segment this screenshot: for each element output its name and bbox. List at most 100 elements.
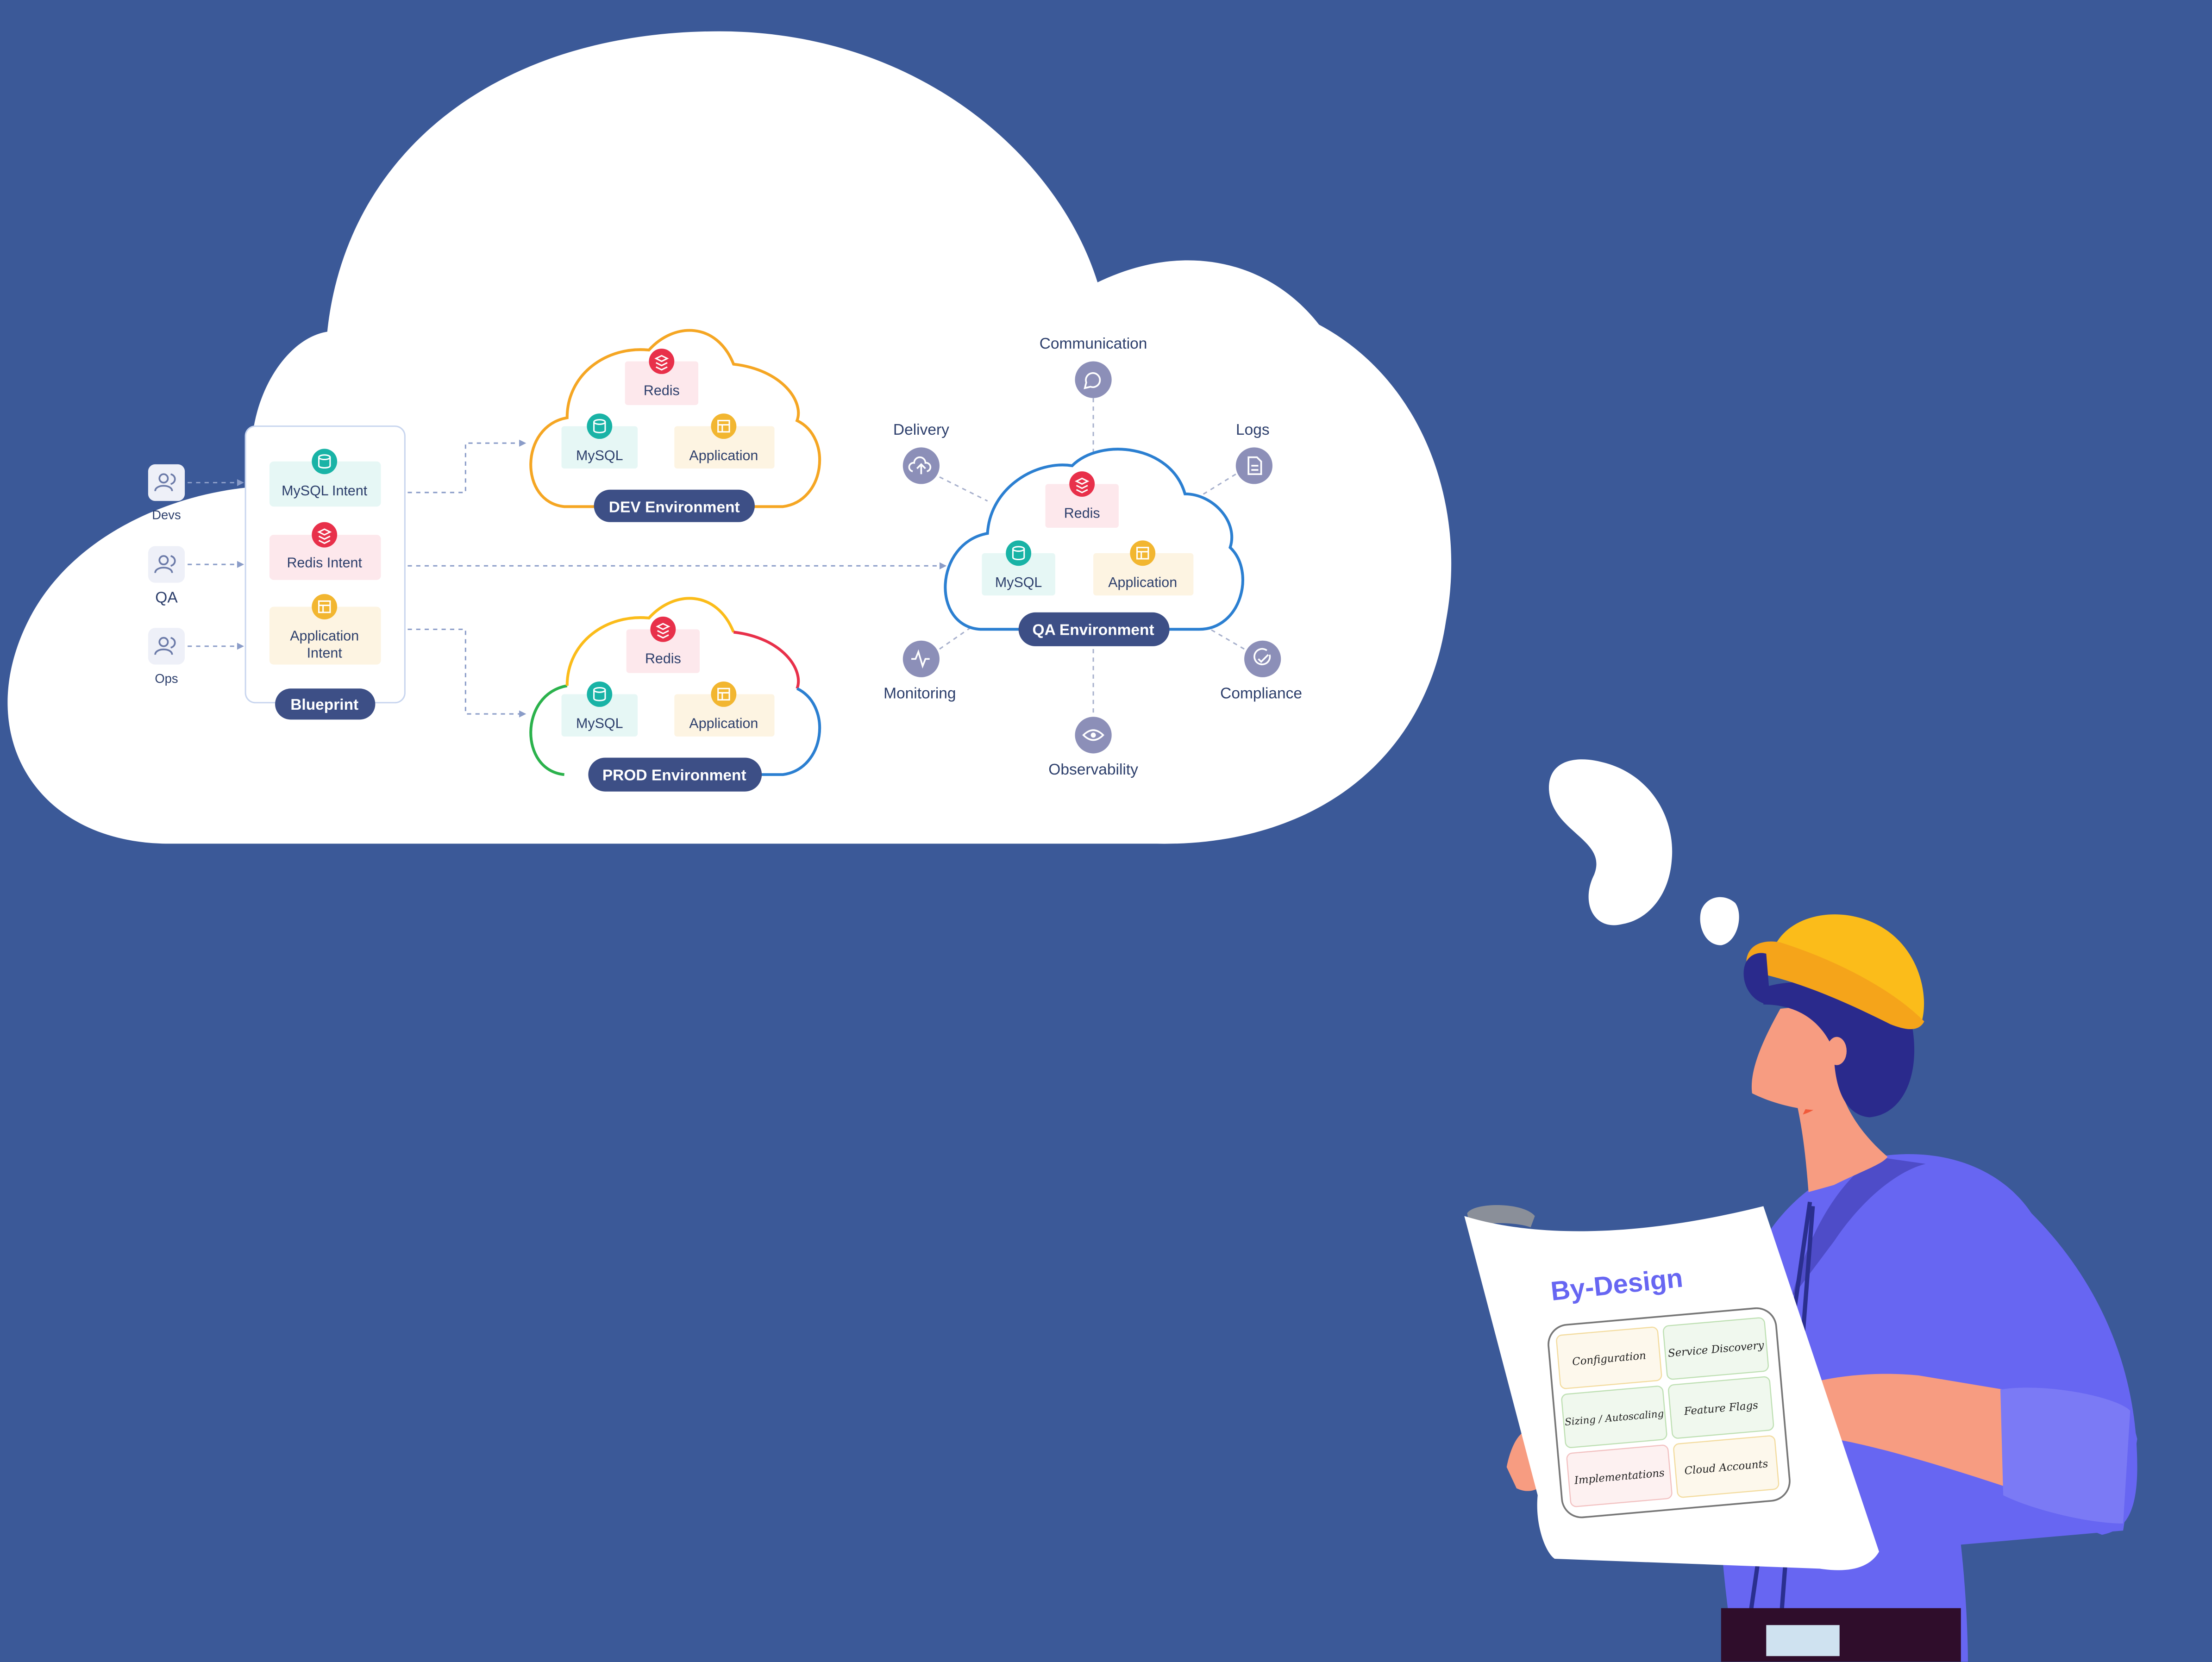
document-cell — [1668, 1376, 1774, 1439]
qa-redis-label: Redis — [1064, 506, 1100, 521]
qa-capability-spokes — [939, 398, 1245, 717]
prod-environment[interactable]: Redis MySQL Application PROD Environment — [529, 597, 821, 792]
document-cell — [1556, 1326, 1662, 1389]
user-devs[interactable]: Devs — [148, 464, 185, 522]
capability-delivery[interactable]: Delivery — [893, 421, 949, 484]
user-ops[interactable]: Ops — [148, 628, 185, 686]
engineer-helmet-brim — [1746, 941, 1924, 1030]
dev-mysql-label: MySQL — [576, 448, 623, 463]
by-design-document[interactable]: By-Design Configuration Service Discover… — [1464, 1205, 1880, 1570]
dev-redis-label: Redis — [644, 383, 680, 399]
thought-bubble-small — [1700, 897, 1739, 945]
document-cell — [1561, 1386, 1667, 1448]
intent-label: Redis Intent — [287, 555, 362, 570]
dev-environment-label: DEV Environment — [609, 499, 740, 516]
dev-application-label: Application — [689, 448, 758, 463]
database-icon — [587, 413, 613, 439]
capability-label: Delivery — [893, 421, 949, 438]
prod-cloud-outline-blue — [592, 687, 821, 776]
qa-application-label: Application — [1108, 575, 1177, 590]
document-cell — [1673, 1435, 1780, 1498]
capability-logs[interactable]: Logs — [1235, 421, 1272, 484]
mysql-card — [561, 694, 638, 737]
activity-pulse-icon — [911, 649, 930, 669]
qa-environment-label: QA Environment — [1033, 622, 1154, 639]
mysql-intent-card[interactable]: MySQL Intent — [269, 449, 381, 507]
application-card — [674, 426, 775, 469]
engineer-badge — [1766, 1625, 1840, 1656]
document-cell — [1566, 1444, 1673, 1507]
users-icon — [154, 555, 176, 573]
database-icon — [587, 681, 613, 707]
prod-pill — [588, 757, 762, 792]
capability-monitoring[interactable]: Monitoring — [884, 640, 956, 702]
mysql-card — [561, 426, 638, 469]
database-icon — [1006, 540, 1032, 566]
document-icon — [1247, 456, 1262, 475]
dev-pill — [594, 489, 755, 522]
app-window-icon — [1130, 540, 1156, 566]
user-label: Ops — [155, 671, 178, 686]
capability-label: Monitoring — [884, 685, 956, 702]
document-cell — [1662, 1317, 1769, 1380]
capability-label: Compliance — [1220, 685, 1302, 702]
users-icon-bg — [148, 628, 185, 665]
capability-communication[interactable]: Communication — [1040, 335, 1147, 398]
redis-card — [626, 629, 700, 673]
application-card — [1093, 553, 1194, 596]
thought-bubble-large — [1548, 759, 1673, 925]
engineer-helmet-band — [1743, 953, 1771, 1005]
users-icon — [154, 473, 176, 492]
app-window-icon — [312, 594, 338, 620]
user-qa[interactable]: QA — [148, 546, 185, 606]
users-icon — [154, 637, 176, 655]
engineer-pants — [1721, 1608, 1961, 1662]
prod-redis-label: Redis — [645, 650, 681, 666]
prod-environment-label: PROD Environment — [602, 767, 746, 784]
capability-observability[interactable]: Observability — [1048, 717, 1138, 778]
user-label: QA — [155, 589, 178, 606]
blueprint-label: Blueprint — [290, 696, 358, 713]
user-label: Devs — [152, 508, 181, 522]
users-icon-bg — [148, 464, 185, 501]
document-grid-frame — [1548, 1307, 1791, 1518]
redis-intent-card[interactable]: Redis Intent — [269, 522, 381, 580]
intent-label-line1: Application — [290, 628, 359, 644]
redis-card — [1045, 484, 1119, 528]
app-window-icon — [711, 681, 737, 707]
engineer-right-hand — [1787, 1374, 2011, 1488]
prod-application-label: Application — [689, 716, 758, 731]
user-to-blueprint-connectors — [188, 479, 244, 650]
chat-bubble-icon — [1084, 372, 1101, 389]
redis-card — [625, 361, 699, 405]
capability-label: Observability — [1048, 761, 1138, 778]
blueprint-panel[interactable]: MySQL Intent Redis Intent Application In… — [244, 425, 406, 720]
eye-icon — [1082, 729, 1104, 741]
prod-mysql-label: MySQL — [576, 716, 623, 731]
database-icon — [312, 449, 338, 475]
application-card — [674, 694, 775, 737]
mysql-card — [982, 553, 1055, 596]
app-window-icon — [711, 413, 737, 439]
qa-mysql-label: MySQL — [995, 575, 1042, 590]
capability-compliance[interactable]: Compliance — [1220, 640, 1302, 702]
prod-cloud-outline-red — [733, 631, 800, 689]
application-intent-card[interactable]: Application Intent — [269, 594, 381, 665]
capability-label: Logs — [1236, 421, 1270, 438]
blueprint-pill — [275, 688, 376, 720]
prod-cloud-outline-green — [529, 684, 568, 776]
dev-environment[interactable]: Redis MySQL Application DEV Environment — [529, 329, 821, 522]
cloud-upload-icon — [908, 456, 932, 475]
prod-cloud-outline-yellow — [565, 597, 735, 686]
engineer-ear — [1827, 1037, 1847, 1065]
engineer-sleeve-cuff — [2000, 1387, 2131, 1524]
qa-environment[interactable]: Redis MySQL Application QA Environment — [944, 448, 1244, 646]
intent-label: MySQL Intent — [282, 483, 368, 499]
users-icon-bg — [148, 546, 185, 583]
check-circle-icon — [1253, 648, 1271, 665]
capability-label: Communication — [1040, 335, 1147, 352]
qa-pill — [1018, 612, 1170, 646]
engineer-shirt-shadow — [1792, 1156, 1926, 1298]
